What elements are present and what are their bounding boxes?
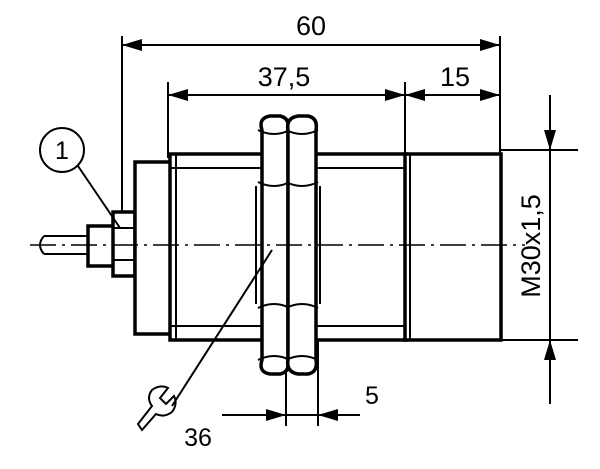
label-head-length: 15: [440, 62, 470, 92]
label-overall-length: 60: [296, 11, 326, 41]
nut-right-face-1: [285, 181, 319, 187]
nut-right-face-2: [285, 303, 319, 309]
label-thread-size: M30x1,5: [516, 194, 546, 298]
arrow-60-left: [122, 39, 142, 51]
rear-cap: [133, 160, 173, 336]
sensor-body: [30, 114, 525, 376]
arrow-thread-top: [544, 130, 556, 150]
arrow-37-5-right: [385, 89, 405, 101]
arrow-5-right: [318, 409, 338, 421]
label-thread-length: 37,5: [258, 62, 311, 92]
callout-number: 1: [55, 137, 69, 165]
dimension-labels: 60 37,5 15 M30x1,5 5 36: [184, 11, 546, 452]
callout-leader: [77, 165, 121, 229]
label-nut-thickness: 5: [365, 382, 379, 410]
dimension-lines: [122, 39, 556, 421]
nut-right-face-4: [285, 355, 319, 361]
wrench-callout: [136, 249, 273, 432]
arrow-15-left: [405, 89, 425, 101]
callout-circle: [39, 127, 85, 173]
arrow-thread-bottom: [544, 340, 556, 360]
arrow-15-right: [480, 89, 500, 101]
callout-1: 1: [39, 127, 121, 229]
arrow-5-left: [266, 409, 286, 421]
arrow-37-5-left: [168, 89, 188, 101]
cable: [44, 235, 90, 255]
wrench-leader: [171, 249, 273, 407]
label-wrench-size: 36: [184, 424, 212, 452]
nut-right-face-3: [285, 129, 319, 135]
cable-gland: [86, 224, 116, 268]
sensing-head: [403, 152, 503, 342]
nut-right: [285, 114, 321, 376]
arrow-60-right: [480, 39, 500, 51]
wrench-icon: [136, 385, 177, 432]
